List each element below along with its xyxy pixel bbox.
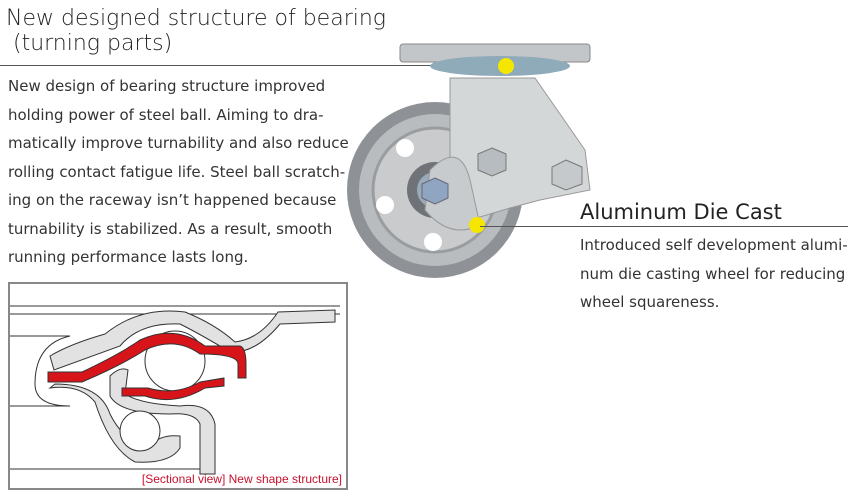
title-line: (turning parts) (6, 31, 173, 56)
text-line: wheel squareness. (580, 293, 720, 311)
text-line: rolling contact fatigue life. Steel ball… (8, 162, 346, 181)
text-line: num die casting wheel for reducing (580, 264, 846, 283)
bearing-marker (498, 58, 514, 74)
text-line: Introduced self development alumi- (580, 236, 848, 254)
text-line: running performance lasts long. (8, 248, 249, 266)
text-line: turnability is stabilized. As a result, … (8, 219, 333, 238)
sectional-view-diagram: [Sectional view] New shape structure] (8, 282, 348, 490)
bearing-title: New designed structure of bearing (turni… (6, 6, 386, 56)
diagram-caption: [Sectional view] New shape structure] (141, 472, 342, 486)
wheel-title-rule (480, 226, 848, 227)
wheel-description: Introduced self development alumi- num d… (580, 231, 848, 317)
wheel-title: Aluminum Die Cast (580, 200, 782, 224)
wheel-marker (469, 217, 485, 233)
text-line: holding power of steel ball. Aiming to d… (8, 105, 324, 124)
bearing-title-rule (0, 65, 505, 66)
caster-wheel-image (347, 43, 591, 278)
title-line: New designed structure of bearing (6, 6, 387, 31)
sectional-drawing (10, 305, 340, 475)
text-line: New design of bearing structure improved (8, 77, 326, 95)
text-line: ing on the raceway isn’t happened becaus… (8, 191, 337, 209)
bearing-description: New design of bearing structure improved… (8, 72, 349, 272)
text-line: matically improve turnability and also r… (8, 134, 349, 152)
